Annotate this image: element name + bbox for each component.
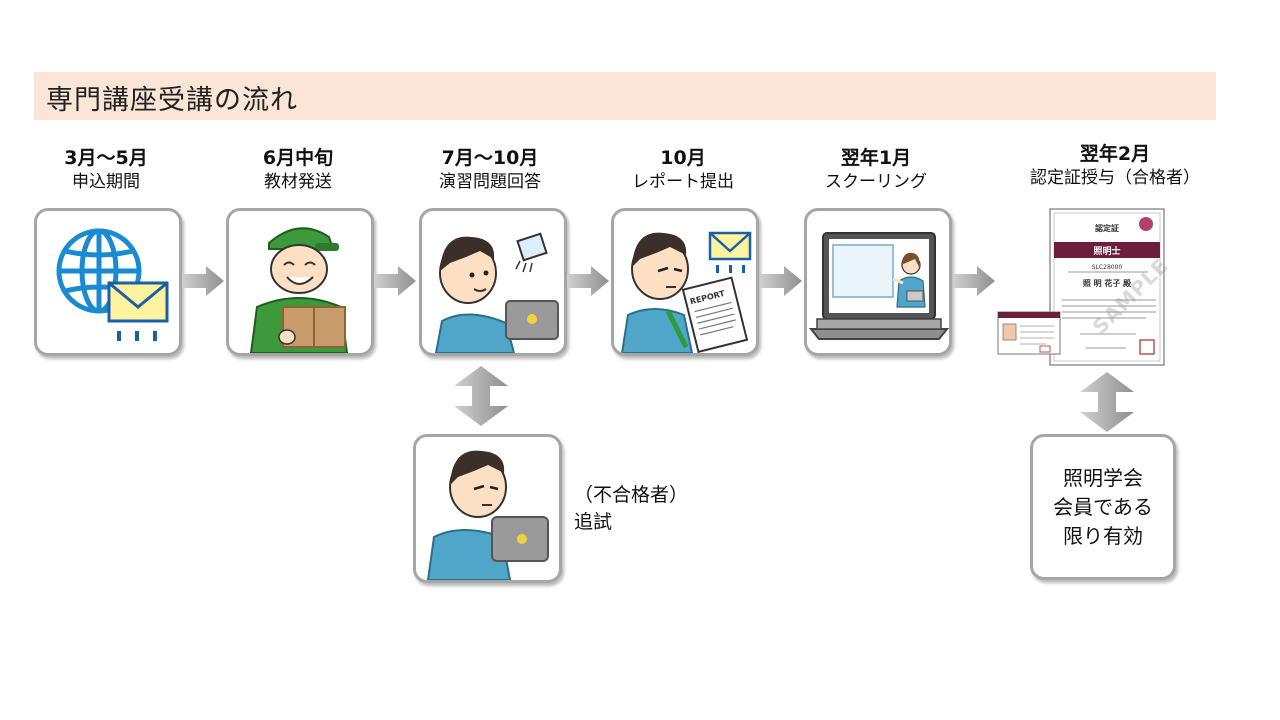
step-4-what: レポート提出: [632, 172, 734, 192]
step-2-heading: 6月中旬 教材発送: [208, 146, 388, 194]
certificate-title: 照明士: [1093, 247, 1121, 257]
student-laptop-icon: [434, 232, 559, 353]
step-5-heading: 翌年1月 スクーリング: [786, 146, 966, 194]
arrow-right-icon: [182, 266, 224, 296]
globe-mail-icon: [56, 228, 169, 341]
arrow-right-icon: [567, 266, 609, 296]
step-2-card: [226, 208, 374, 356]
validity-line-1: 照明学会: [1063, 465, 1143, 490]
step-1-what: 申込期間: [72, 172, 140, 192]
certificate-heading: 認定証: [1095, 224, 1119, 233]
retest-line-1: （不合格者）: [574, 484, 689, 506]
arrow-right-icon: [374, 266, 416, 296]
step-6-heading: 翌年2月 認定証授与（合格者）: [1010, 142, 1220, 190]
step-5-card: [804, 208, 952, 356]
step-1-card: [34, 208, 182, 356]
step-4-card: REPORT: [611, 208, 759, 356]
double-arrow-vertical-icon: [1080, 372, 1134, 432]
report-writing-icon: REPORT: [620, 231, 752, 353]
student-laptop-retest-icon: [426, 450, 549, 580]
certificate-illustration: 認定証 照明士 SLC28000 照 明 花子 殿 SAMPLE: [996, 208, 1173, 368]
arrow-right-icon: [953, 266, 995, 296]
step-4-heading: 10月 レポート提出: [593, 146, 773, 194]
step-3-heading: 7月～10月 演習問題回答: [400, 146, 580, 194]
certificate-name: 照 明 花子 殿: [1082, 279, 1132, 288]
page-title: 専門講座受講の流れ: [46, 85, 298, 116]
step-5-what: スクーリング: [825, 172, 927, 192]
arrow-right-icon: [760, 266, 802, 296]
retest-line-2: 追試: [574, 511, 613, 533]
step-5-when: 翌年1月: [840, 147, 912, 169]
validity-card: 照明学会 会員である 限り有効: [1030, 434, 1176, 580]
step-3-what: 演習問題回答: [439, 172, 541, 192]
step-4-when: 10月: [660, 147, 706, 169]
retest-label: （不合格者） 追試: [574, 482, 688, 536]
step-6-when: 翌年2月: [1079, 143, 1151, 165]
step-6-what: 認定証授与（合格者）: [1030, 168, 1200, 188]
title-band: 専門講座受講の流れ: [34, 72, 1216, 120]
online-schooling-laptop-icon: [808, 232, 949, 340]
certificate-icon: [997, 208, 1165, 366]
retest-card: [413, 434, 562, 583]
validity-line-3: 限り有効: [1063, 523, 1143, 548]
step-1-when: 3月～5月: [64, 147, 148, 169]
certificate-number: SLC28000: [1091, 264, 1123, 271]
double-arrow-vertical-icon: [454, 366, 508, 426]
delivery-person-icon: [249, 227, 349, 353]
step-3-when: 7月～10月: [441, 147, 539, 169]
step-3-card: [419, 208, 567, 356]
step-1-heading: 3月～5月 申込期間: [16, 146, 196, 194]
validity-line-2: 会員である: [1053, 494, 1153, 519]
step-2-what: 教材発送: [264, 172, 332, 192]
step-2-when: 6月中旬: [262, 147, 334, 169]
